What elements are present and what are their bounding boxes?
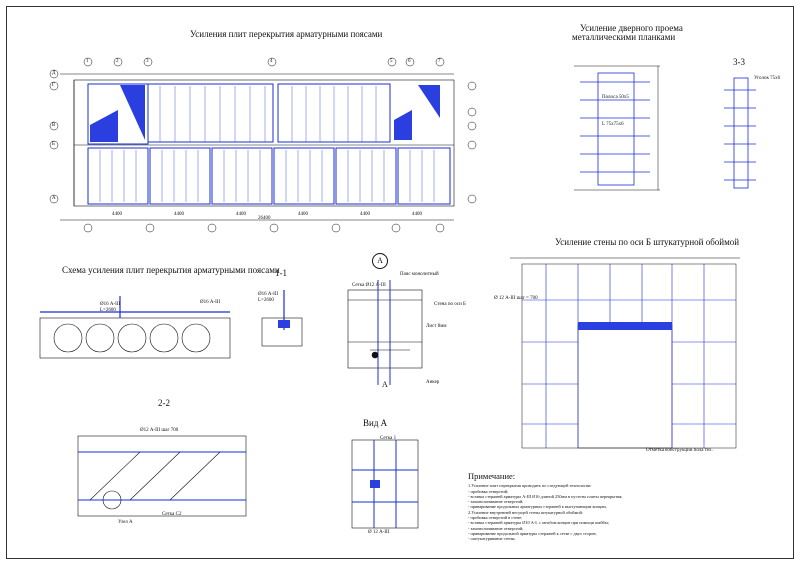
axis-top-7: 7	[438, 59, 441, 64]
axis-top-1: 1	[86, 59, 89, 64]
notes-block: Примечание: 1.Усиление плит перекрытия п…	[468, 471, 768, 542]
note-line: - замоноличивание отверстий;	[468, 499, 524, 505]
wall-frame	[510, 257, 740, 449]
axis-top-2: 2	[116, 59, 119, 64]
door-angle-label: L 75x75x6	[602, 122, 624, 127]
note-line: - вставка стержней арматуры А-III Ø16 дл…	[468, 493, 623, 499]
note-line: 2.Усиление внутренней несущей стены штук…	[468, 509, 583, 515]
view-a-title: Вид А	[363, 418, 388, 428]
section-1-1	[261, 290, 303, 347]
axis-top-6: 6	[408, 59, 411, 64]
dim-3: 4400	[236, 212, 246, 217]
scheme-len-label: L=2600	[100, 308, 116, 313]
note-line: 1.Усиление плит перекрытия проводить по …	[468, 483, 592, 489]
sec22-pos1-label: Сетка С2	[162, 512, 182, 517]
scheme-rebar-label-2: Ø16 А-III	[200, 300, 221, 305]
view-net-label: Сетка 1	[380, 436, 397, 441]
sec22-pos2-label: Узел А	[118, 520, 133, 525]
door-3-3-label: Уголок 75х6	[754, 76, 781, 81]
wall-bottom-label: Отметка конструкции пола тех.	[646, 448, 713, 453]
main-plan-title: Усиления плит перекрытия арматурными поя…	[190, 29, 383, 39]
dim-5: 4400	[360, 212, 370, 217]
node-note-label: Лист 8мм	[426, 324, 447, 329]
wall-mesh	[522, 264, 736, 448]
axis-left-g: Г	[52, 83, 55, 88]
section-1-1-title: 1-1	[275, 268, 287, 278]
axis-left-v: В	[52, 123, 56, 128]
node-wall-label: Стена по оси Б	[434, 302, 466, 307]
drawing-sheet	[6, 6, 794, 559]
wall-title: Усиление стены по оси Б штукатурной обой…	[555, 237, 740, 247]
axis-top-5: 5	[390, 59, 393, 64]
note-line: - замоноличивание отверстий;	[468, 525, 524, 531]
axis-top-4: 4	[270, 59, 273, 64]
axis-top-3: 3	[146, 59, 149, 64]
note-line: - пробивка отверстий;	[468, 488, 509, 494]
sec11-len-label: L=2600	[258, 298, 274, 303]
wall-mesh-label: Ø 12 А-III шаг = 700	[494, 296, 538, 301]
door-title-2: металлическими планками	[572, 32, 676, 42]
dim-1: 4400	[112, 212, 122, 217]
note-line: - вставка стержней арматуры Ø10 А-I, с з…	[468, 520, 609, 526]
dim-2: 4400	[174, 212, 184, 217]
node-a-arrow-label: А	[382, 380, 388, 389]
axis-left-d: Д	[52, 71, 56, 76]
sec11-rebar-label: Ø16 А-III	[258, 292, 279, 297]
note-line: - приваривание продольных арматурных сте…	[468, 504, 607, 510]
door-title-1: Усиление дверного проема	[580, 23, 683, 33]
axis-left-a: А	[52, 196, 56, 201]
scheme-slab	[39, 296, 231, 359]
node-weld-label: Сетка Ø12 А-III	[352, 283, 386, 288]
axis-left-b: Б	[52, 142, 55, 147]
note-line: - пробивка отверстий в стене;	[468, 515, 523, 521]
stair-openings	[90, 85, 440, 142]
dim-total: 26400	[258, 216, 271, 221]
section-2-2-title: 2-2	[158, 398, 170, 408]
notes-heading: Примечание:	[468, 471, 516, 481]
rebar-belts	[87, 83, 451, 205]
slab-joints	[99, 86, 435, 202]
section-2-2	[77, 435, 247, 517]
node-belt-label: Пояс монолитный	[400, 272, 439, 277]
note-line: - оштукатуривание стены.	[468, 536, 516, 542]
node-anchor-label: Анкер	[426, 380, 440, 385]
scheme-rebar-label: Ø16 А-III	[100, 302, 121, 307]
scheme-title: Схема усиления плит перекрытия арматурны…	[62, 265, 280, 275]
node-a	[347, 280, 423, 385]
door-reinforcement	[580, 72, 756, 189]
sec22-dim-label: Ø12 А-III шаг 700	[140, 428, 179, 433]
view-anchor-label: Ø 12 А-III	[368, 530, 390, 535]
lintel	[578, 322, 672, 330]
node-a-marker: А	[372, 253, 388, 269]
door-plank-label: Полоса 50x5	[602, 95, 629, 100]
dim-6: 4400	[412, 212, 422, 217]
section-3-3-title: 3-3	[733, 57, 745, 67]
dim-4: 4400	[298, 212, 308, 217]
note-line: - приваривание продольной арматуры стерж…	[468, 530, 597, 536]
view-a	[351, 439, 419, 529]
